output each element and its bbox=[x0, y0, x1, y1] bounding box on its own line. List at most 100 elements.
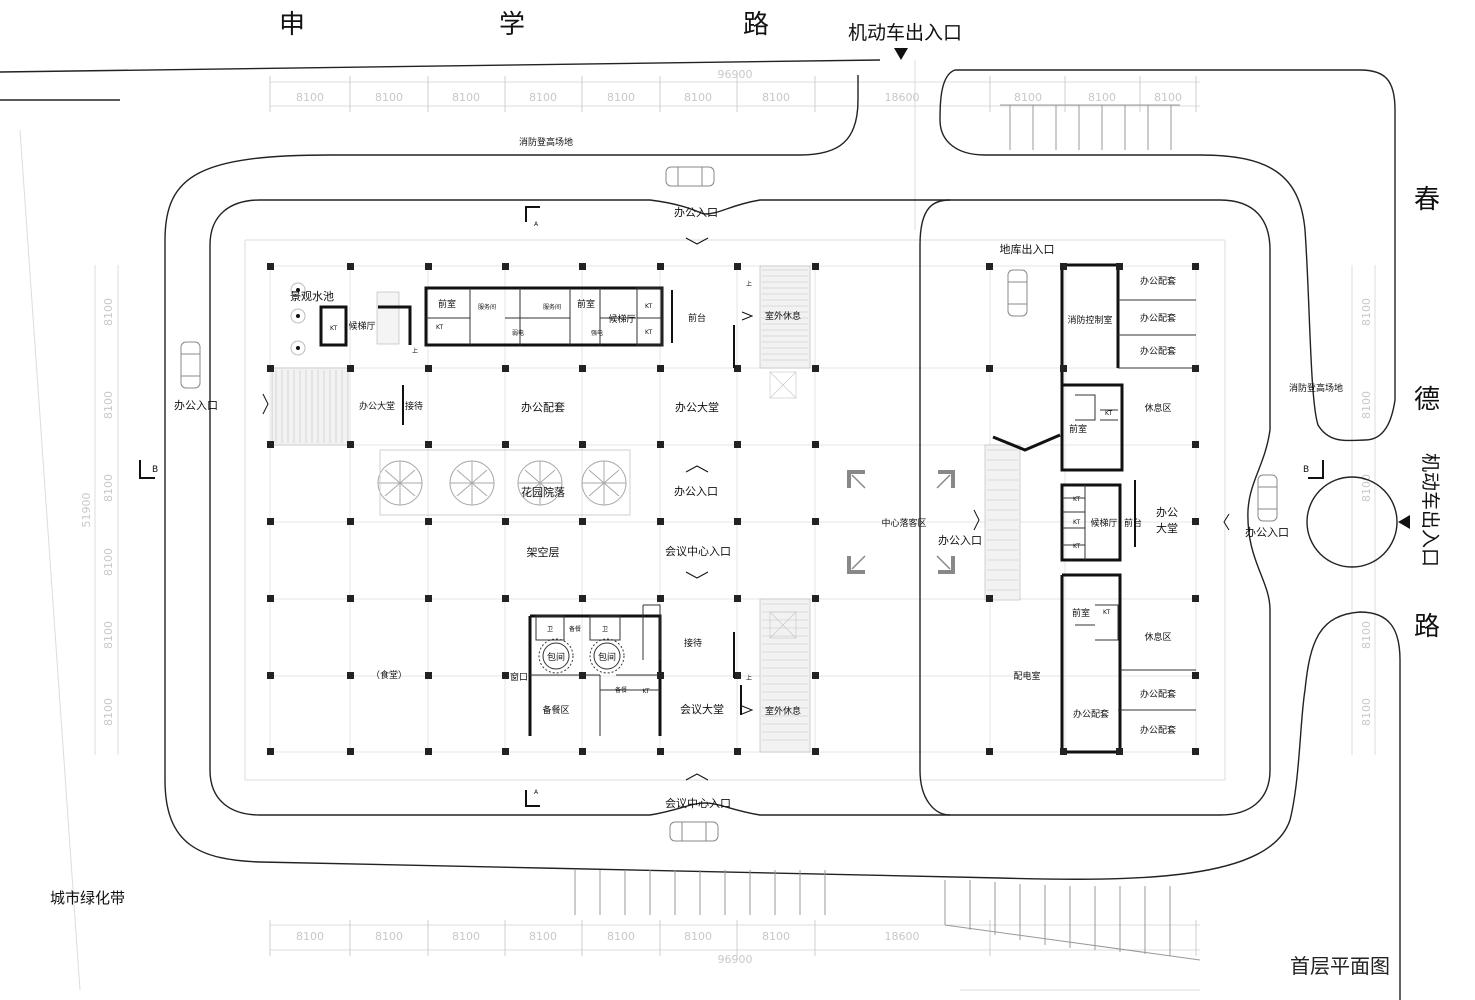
entry-arrow-icon bbox=[1398, 515, 1410, 529]
dim-bottom-bays: 8100 8100 8100 8100 8100 8100 8100 18600 bbox=[296, 930, 920, 943]
svg-text:51900: 51900 bbox=[80, 493, 93, 528]
pool-fountain-icon bbox=[290, 282, 306, 356]
front-room-label-2: 前室 bbox=[577, 298, 595, 310]
office-entrance-top: 办公入口 bbox=[674, 206, 718, 219]
svg-text:8100: 8100 bbox=[529, 930, 557, 943]
office-entrance-dropoff: 办公入口 bbox=[938, 534, 982, 547]
meeting-lobby-label: 会议大堂 bbox=[680, 702, 724, 716]
entrance-chevron-icon bbox=[262, 237, 1230, 781]
road-name-right-3: 路 bbox=[1414, 612, 1440, 642]
svg-text:18600: 18600 bbox=[885, 91, 920, 104]
svg-text:8100: 8100 bbox=[102, 391, 115, 419]
parking-stripes bbox=[574, 104, 1201, 961]
up-mark: 上 bbox=[746, 674, 752, 682]
kt-label: KT bbox=[1105, 410, 1112, 417]
glass-doors bbox=[402, 290, 1136, 715]
kt-label: KT bbox=[1073, 496, 1080, 503]
vehicle-entrance-right: 机动车出入口 bbox=[1419, 453, 1441, 567]
kt-label: KT bbox=[1073, 519, 1080, 526]
office-support-label-e1: 办公配套 bbox=[1140, 275, 1176, 287]
svg-text:18600: 18600 bbox=[885, 930, 920, 943]
svg-text:8100: 8100 bbox=[102, 698, 115, 726]
office-support-label-e6: 办公配套 bbox=[1140, 724, 1176, 736]
svg-text:8100: 8100 bbox=[1360, 621, 1373, 649]
office-support-label-e3: 办公配套 bbox=[1140, 345, 1176, 357]
section-b-right: B bbox=[1303, 465, 1309, 475]
svg-text:8100: 8100 bbox=[1360, 298, 1373, 326]
dimension-ticks bbox=[269, 76, 1197, 956]
svg-text:8100: 8100 bbox=[375, 930, 403, 943]
up-mark: 上 bbox=[412, 347, 418, 355]
reception-label: 接待 bbox=[405, 400, 423, 412]
section-marker-icon bbox=[139, 206, 1324, 807]
svg-text:8100: 8100 bbox=[102, 621, 115, 649]
dim-top-bays: 8100 8100 8100 8100 8100 8100 8100 18600… bbox=[296, 91, 1182, 104]
svg-text:8100: 8100 bbox=[684, 91, 712, 104]
stair-hatch bbox=[271, 265, 1021, 753]
road-name-right-1: 春 bbox=[1414, 185, 1440, 215]
road-name-right-2: 德 bbox=[1414, 385, 1440, 415]
private-room-label-2: 包间 bbox=[598, 651, 616, 663]
columns bbox=[267, 263, 1199, 755]
weak-current-label: 弱电 bbox=[512, 329, 524, 337]
kt-label: KT bbox=[645, 303, 652, 310]
svg-text:8100: 8100 bbox=[296, 930, 324, 943]
office-label-e: 办公 bbox=[1156, 506, 1178, 519]
section-a-bottom: A bbox=[534, 789, 539, 796]
svg-text:8100: 8100 bbox=[762, 930, 790, 943]
reception-label-2: 接待 bbox=[684, 637, 702, 649]
green-belt-label: 城市绿化带 bbox=[50, 889, 125, 907]
svg-text:8100: 8100 bbox=[102, 298, 115, 326]
meeting-entrance-center: 会议中心入口 bbox=[665, 545, 731, 558]
svg-text:8100: 8100 bbox=[684, 930, 712, 943]
drawing-caption: 首层平面图 bbox=[1290, 954, 1390, 978]
outdoor-rest-label: 室外休息 bbox=[765, 310, 801, 322]
up-mark: 上 bbox=[746, 280, 752, 288]
vehicle-entrance-top: 机动车出入口 bbox=[848, 22, 962, 44]
fire-access-right: 消防登高场地 bbox=[1289, 382, 1343, 394]
dropoff-corners bbox=[847, 470, 955, 574]
svg-text:8100: 8100 bbox=[102, 474, 115, 502]
car-icon bbox=[180, 166, 1278, 842]
service-room-label-2: 服务间 bbox=[543, 303, 561, 311]
meeting-entrance-bottom: 会议中心入口 bbox=[665, 797, 731, 810]
dim-right: 8100 8100 8100 8100 8100 bbox=[1360, 298, 1373, 726]
power-room-label: 配电室 bbox=[1013, 670, 1040, 682]
office-support-label-e2: 办公配套 bbox=[1140, 312, 1176, 324]
garden-courtyard-label: 花园院落 bbox=[521, 485, 565, 499]
office-lobby-label: 办公大堂 bbox=[359, 400, 395, 412]
outdoor-rest-label-2: 室外休息 bbox=[765, 705, 801, 717]
reception-desk-label-e: 前台 bbox=[1124, 517, 1142, 529]
svg-text:8100: 8100 bbox=[1360, 391, 1373, 419]
svg-text:8100: 8100 bbox=[529, 91, 557, 104]
svg-text:8100: 8100 bbox=[375, 91, 403, 104]
fire-access-top: 消防登高场地 bbox=[519, 136, 573, 148]
kt-label: KT bbox=[436, 324, 443, 331]
svg-text:8100: 8100 bbox=[1088, 91, 1116, 104]
service-room-label: 服务间 bbox=[478, 303, 496, 311]
office-entrance-center: 办公入口 bbox=[674, 485, 718, 498]
dimension-lines bbox=[19, 60, 1376, 991]
svg-text:8100: 8100 bbox=[452, 930, 480, 943]
central-dropoff-label: 中心落客区 bbox=[881, 517, 926, 529]
road-name-top-2: 学 bbox=[499, 10, 525, 40]
road-name-top-3: 路 bbox=[743, 10, 769, 40]
stair-lines bbox=[275, 269, 1018, 741]
walls bbox=[319, 263, 1124, 754]
svg-text:8100: 8100 bbox=[296, 91, 324, 104]
garage-entrance-label: 地库出入口 bbox=[1000, 242, 1055, 256]
office-entrance-left: 办公入口 bbox=[174, 399, 218, 412]
entry-arrow-icon bbox=[894, 48, 908, 60]
dim-top-total: 96900 bbox=[718, 68, 753, 81]
front-room-label: 前室 bbox=[438, 298, 456, 310]
svg-text:8100: 8100 bbox=[102, 548, 115, 576]
prep-meal-label-2: 备餐 bbox=[615, 686, 627, 694]
kt-label: KT bbox=[642, 688, 649, 695]
office-support-label: 办公配套 bbox=[521, 401, 565, 414]
landscape-pool-label: 景观水池 bbox=[290, 290, 334, 303]
svg-text:8100: 8100 bbox=[1154, 91, 1182, 104]
svg-text:8100: 8100 bbox=[1014, 91, 1042, 104]
svg-text:8100: 8100 bbox=[607, 91, 635, 104]
section-b-left: B bbox=[152, 465, 158, 475]
